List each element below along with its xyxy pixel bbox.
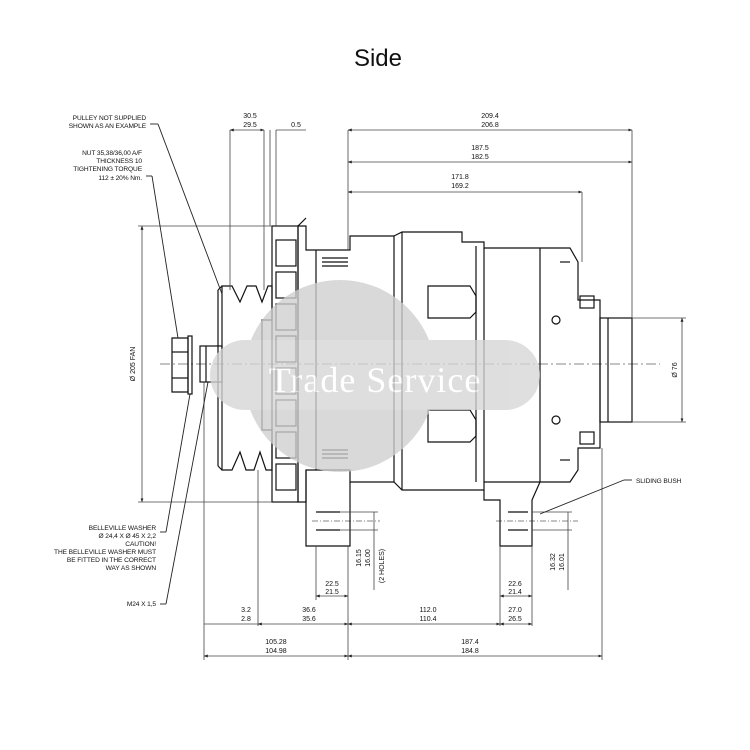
hole-diameter-dim: 16.15 16.00 (2 HOLES)	[340, 511, 386, 590]
dim-171-min: 169.2	[451, 183, 469, 190]
note-washer-line-2: Ø 24,4 X Ø 45 X 2,2	[99, 533, 157, 540]
note-nut: NUT 35,38/36,00 A/F THICKNESS 10 TIGHTEN…	[73, 150, 179, 339]
dim-187-bottom-min: 184.8	[461, 648, 479, 655]
dim-209-min: 206.8	[481, 122, 499, 129]
note-washer-line-1: BELLEVILLE WASHER	[89, 525, 157, 532]
top-dimensions: 30.5 29.5 0.5 209.4 206.8 187.5 182.5 17…	[229, 113, 633, 318]
mounting-foot-rear	[483, 481, 578, 547]
note-washer: BELLEVILLE WASHER Ø 24,4 X Ø 45 X 2,2 CA…	[54, 393, 191, 572]
dim-112-min: 110.4	[420, 616, 437, 623]
watermark-band	[210, 340, 540, 410]
dim-27-max: 27.0	[508, 607, 522, 614]
dim-3-max: 3.2	[241, 607, 251, 614]
dim-36-min: 35.6	[302, 616, 316, 623]
dim-30-min: 29.5	[243, 122, 257, 129]
dim-hole-max: 16.15	[356, 549, 363, 567]
dim-0-5: 0.5	[291, 122, 301, 129]
note-washer-line-4: THE BELLEVILLE WASHER MUST	[54, 549, 156, 556]
watermark: Trade Service	[210, 280, 540, 472]
dim-3-min: 2.8	[241, 616, 251, 623]
mounting-foot-front	[305, 470, 380, 547]
note-nut-line-3: TIGHTENING TORQUE	[73, 166, 142, 173]
dim-187-max: 187.5	[471, 145, 489, 152]
rear-boss	[551, 295, 633, 445]
dim-22-right-min: 21.4	[508, 589, 522, 596]
note-pulley-line-1: PULLEY NOT SUPPLIED	[73, 115, 147, 122]
note-nut-line-4: 112 ± 20% Nm.	[98, 175, 142, 182]
dim-bush-min: 16.01	[559, 553, 566, 571]
note-nut-line-2: THICKNESS 10	[96, 158, 142, 165]
note-thread-text: M24 X 1,5	[127, 601, 157, 608]
bottom-dimensions: 22.5 21.5 22.6 21.4 3.2 2.8 36.6 35.6 11…	[203, 382, 603, 660]
dim-187-bottom-max: 187.4	[461, 639, 479, 646]
dim-105-max: 105.28	[265, 639, 287, 646]
dim-187-min: 182.5	[471, 154, 489, 161]
dim-bush-max: 16.32	[550, 553, 557, 571]
note-nut-line-1: NUT 35,38/36,00 A/F	[82, 150, 142, 157]
dim-30-max: 30.5	[243, 113, 257, 120]
note-sliding-bush: SLIDING BUSH	[539, 478, 682, 515]
dim-27-min: 26.5	[508, 616, 522, 623]
dim-105-min: 104.98	[265, 648, 287, 655]
dim-22-left-max: 22.5	[325, 581, 339, 588]
note-washer-line-3: CAUTION!	[125, 541, 156, 548]
dim-112-max: 112.0	[420, 607, 437, 614]
page-title: Side	[354, 45, 402, 72]
bush-diameter-dim: 16.32 16.01	[532, 511, 572, 590]
dim-36-max: 36.6	[302, 607, 316, 614]
dim-hole-min: 16.00	[365, 549, 372, 567]
boss-diameter-dim: Ø 76	[632, 317, 686, 423]
dim-171-max: 171.8	[451, 174, 469, 181]
watermark-text: Trade Service	[269, 360, 482, 400]
note-washer-line-5: BE FITTED IN THE CORRECT	[67, 557, 156, 564]
note-washer-line-6: WAY AS SHOWN	[106, 565, 157, 572]
note-sliding-bush-text: SLIDING BUSH	[636, 478, 682, 485]
dim-209-max: 209.4	[481, 113, 499, 120]
dim-holes-count: (2 HOLES)	[379, 549, 386, 583]
dim-fan-diameter: Ø 205 FAN	[130, 347, 137, 382]
note-pulley-line-2: SHOWN AS AN EXAMPLE	[69, 123, 147, 130]
dim-22-left-min: 21.5	[325, 589, 339, 596]
nut	[171, 335, 193, 395]
dim-boss-diameter: Ø 76	[672, 362, 679, 377]
note-thread: M24 X 1,5	[127, 381, 209, 608]
dim-22-right-max: 22.6	[508, 581, 522, 588]
note-pulley: PULLEY NOT SUPPLIED SHOWN AS AN EXAMPLE	[69, 115, 223, 295]
